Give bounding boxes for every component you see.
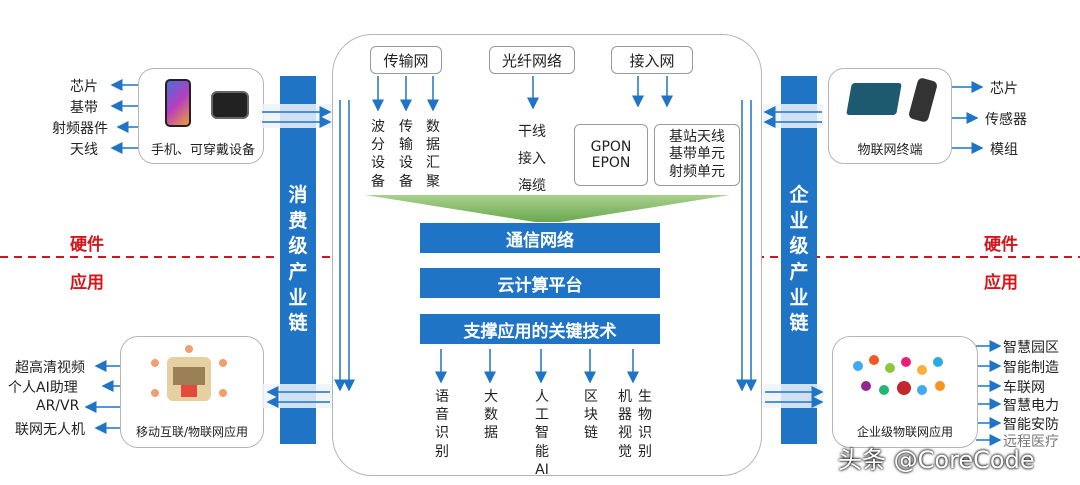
bar-char: 消 (288, 184, 308, 207)
technology-item: 机器视觉 (618, 389, 632, 460)
phone-icon (165, 79, 191, 127)
device-caption: 移动互联/物联网应用 (135, 425, 249, 439)
smartwatch-icon (211, 91, 249, 119)
application-label-right: 应用 (984, 273, 1018, 293)
transmission-column: 传输设备 (399, 119, 413, 190)
device-caption: 手机、可穿戴设备 (150, 143, 255, 158)
key-technology-band: 支撑应用的关键技术 (420, 314, 660, 344)
bar-char: 链 (789, 312, 809, 335)
enterprise-chain-bar: 企 业 级 产 业 链 (781, 76, 817, 444)
hardware-label-left: 硬件 (70, 235, 104, 255)
output-label: 智能制造 (1003, 360, 1059, 376)
output-label: 智能安防 (1003, 417, 1059, 433)
output-label: 模组 (990, 142, 1018, 158)
output-label: 基带 (70, 100, 98, 116)
output-label: 超高清视频 (15, 360, 85, 376)
app-icon-cluster (853, 355, 957, 411)
output-label: AR/VR (36, 398, 80, 414)
gpon-label: GPON (590, 139, 632, 155)
base-station-box: 基站天线 基带单元 射频单元 (654, 124, 740, 186)
technology-item: 区块链 (584, 389, 598, 442)
bar-char: 链 (288, 312, 308, 335)
bar-char: 企 (789, 184, 809, 207)
output-label: 智慧园区 (1003, 340, 1059, 356)
app-icon-cluster (167, 357, 211, 401)
output-label: 个人AI助理 (8, 380, 78, 396)
output-label: 射频器件 (52, 121, 108, 137)
output-label: 联网无人机 (15, 422, 85, 438)
technology-item: 生物识别 (638, 389, 652, 460)
fiber-item: 干线 (518, 124, 546, 140)
communication-network-band: 通信网络 (420, 223, 660, 253)
bar-char: 级 (288, 235, 308, 258)
device-caption: 物联网终端 (857, 143, 923, 158)
application-label-left: 应用 (70, 273, 104, 293)
station-item: 射频单元 (669, 163, 725, 180)
epon-label: EPON (591, 155, 631, 171)
fiber-net-title: 光纤网络 (489, 46, 575, 74)
bar-char: 产 (288, 261, 308, 283)
output-label: 远程医疗 (1003, 434, 1059, 450)
enterprise-iot-app-box: 企业级物联网应用 (832, 336, 978, 448)
output-label: 天线 (70, 142, 98, 158)
cloud-platform-band: 云计算平台 (420, 268, 660, 298)
output-label: 传感器 (985, 112, 1027, 128)
fiber-item: 海缆 (518, 178, 546, 194)
bar-char: 费 (288, 209, 308, 232)
output-label: 车联网 (1003, 380, 1045, 396)
mobile-iot-app-box: 移动互联/物联网应用 (120, 336, 264, 448)
bar-char: 级 (789, 235, 809, 258)
hardware-label-right: 硬件 (984, 235, 1018, 255)
station-item: 基带单元 (669, 146, 725, 163)
technology-item: 人工智能AI (535, 389, 549, 478)
phone-wearable-box: 手机、可穿戴设备 (138, 68, 264, 164)
output-label: 智慧电力 (1003, 398, 1059, 414)
iot-terminal-box: 物联网终端 (828, 68, 952, 164)
technology-item: 大数据 (484, 389, 498, 442)
bar-char: 产 (789, 261, 809, 283)
output-label: 芯片 (70, 79, 98, 95)
consumer-chain-bar: 消 费 级 产 业 链 (280, 76, 316, 444)
bar-char: 业 (789, 286, 809, 309)
technology-item: 语音识别 (435, 389, 449, 460)
output-label: 芯片 (990, 81, 1018, 97)
transmission-column: 数据汇聚 (426, 119, 440, 190)
access-net-title: 接入网 (611, 46, 693, 74)
device-caption: 企业级物联网应用 (856, 425, 953, 439)
transmission-net-title: 传输网 (370, 46, 442, 74)
bar-char: 业 (789, 209, 809, 232)
bar-char: 业 (288, 286, 308, 309)
watermark: 头条 @CoreCode (838, 446, 1035, 474)
pon-box: GPON EPON (574, 124, 648, 186)
station-item: 基站天线 (669, 128, 725, 145)
transmission-column: 波分设备 (371, 119, 385, 190)
fiber-item: 接入 (518, 151, 546, 167)
